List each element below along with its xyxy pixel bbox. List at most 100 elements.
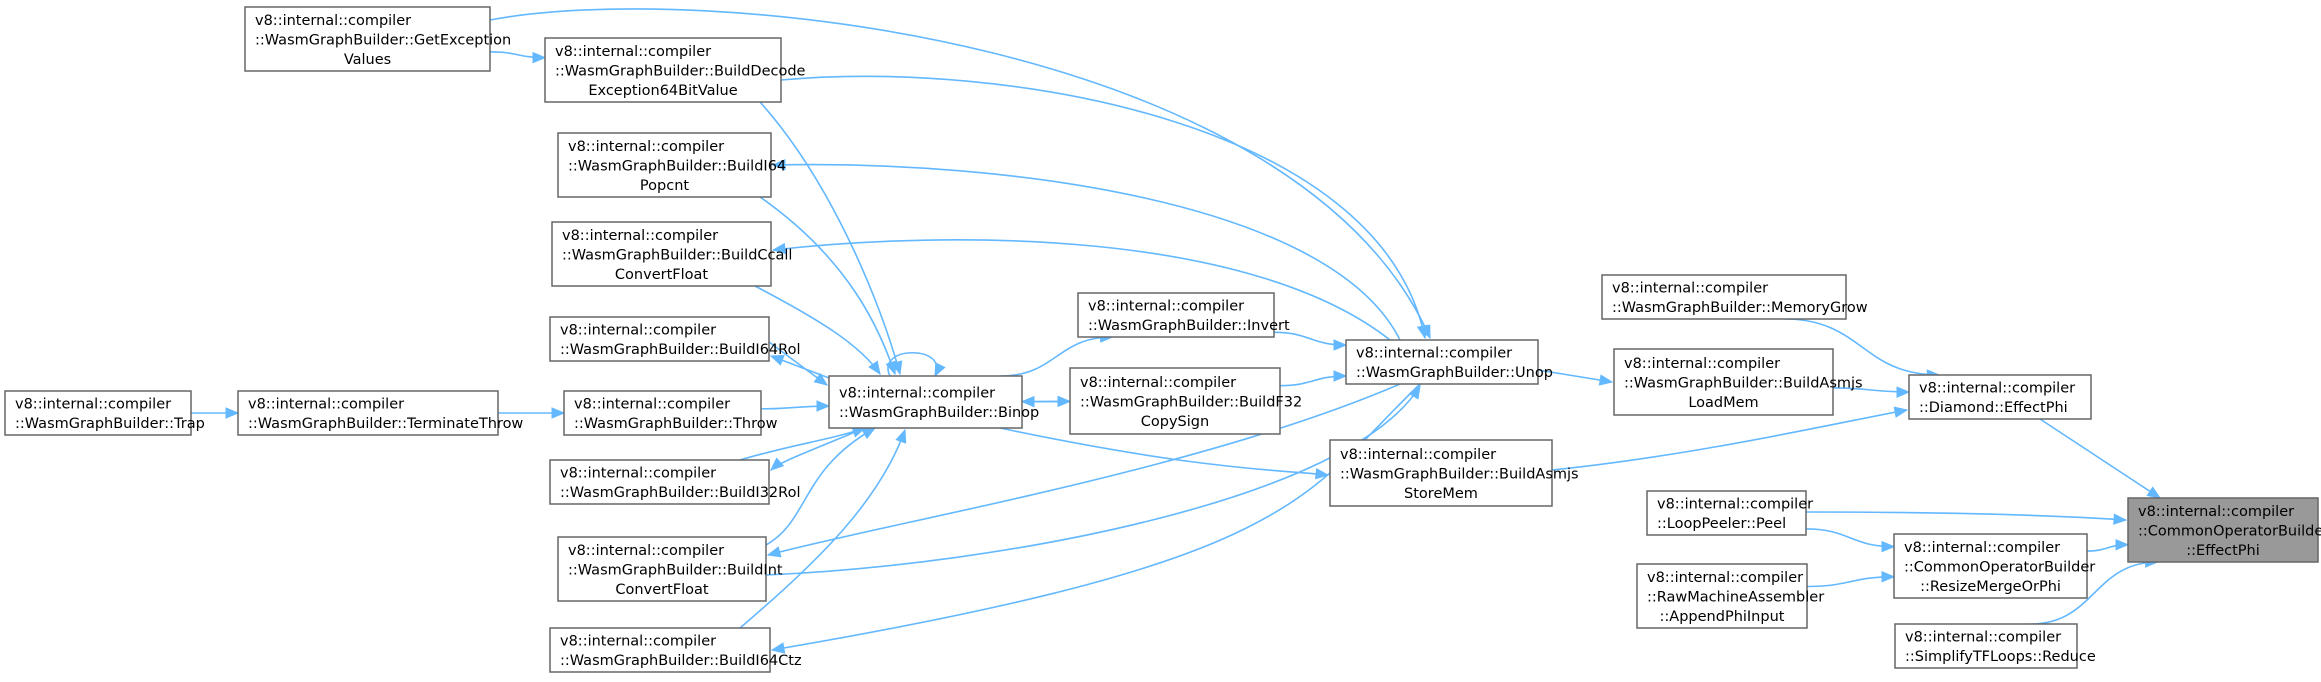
node-build-ccall-convert-float[interactable]: v8::internal::compiler::WasmGraphBuilder… <box>551 221 792 287</box>
edge-build-int-convert-float-to-binop <box>765 427 877 546</box>
edge-loop-peeler-peel-to-resize-merge-or-phi <box>1805 528 1896 553</box>
edge-binop-to-build-asmjs-storemem <box>999 427 1330 480</box>
edge-unop-to-build-ccall-convert-float <box>771 239 1391 341</box>
node-build-i64-ctz[interactable]: v8::internal::compiler::WasmGraphBuilder… <box>549 627 802 673</box>
node-label-line: v8::internal::compiler <box>1340 447 1496 463</box>
node-label-line: ::RawMachineAssembler <box>1647 589 1824 605</box>
edge-build-asmjs-loadmem-to-diamond-effectphi <box>1832 386 1911 398</box>
node-label-line: ::WasmGraphBuilder::BuildI64 <box>568 158 786 174</box>
node-resize-merge-or-phi[interactable]: v8::internal::compiler::CommonOperatorBu… <box>1893 533 2095 599</box>
node-memory-grow[interactable]: v8::internal::compiler::WasmGraphBuilder… <box>1601 274 1868 320</box>
node-build-i32-rol[interactable]: v8::internal::compiler::WasmGraphBuilder… <box>549 459 800 505</box>
edge-build-i64-rol-to-binop <box>768 341 829 386</box>
node-label-line: ::ResizeMergeOrPhi <box>1920 579 2061 595</box>
edge-binop-to-build-i32-rol <box>770 429 861 471</box>
node-label-line: Values <box>344 52 391 68</box>
node-simplify-tf-loops[interactable]: v8::internal::compiler::SimplifyTFLoops:… <box>1894 623 2096 669</box>
node-trap[interactable]: v8::internal::compiler::WasmGraphBuilder… <box>4 390 205 436</box>
edge-unop-to-build-int-convert-float <box>766 383 1401 558</box>
edge-loop-peeler-peel-to-effect-phi <box>1805 511 2128 525</box>
node-label-line: CopySign <box>1141 414 1209 430</box>
node-effect-phi[interactable]: v8::internal::compiler::CommonOperatorBu… <box>2127 497 2321 563</box>
node-label-line: ::WasmGraphBuilder::BuildF32 <box>1080 394 1302 410</box>
node-diamond-effectphi[interactable]: v8::internal::compiler::Diamond::EffectP… <box>1908 374 2092 420</box>
node-label-line: v8::internal::compiler <box>1904 540 2060 556</box>
node-label-line: v8::internal::compiler <box>1657 497 1813 513</box>
edge-build-f32-copysign-to-binop <box>1020 395 1071 408</box>
edge-resize-merge-or-phi-to-effect-phi <box>2086 538 2130 552</box>
node-raw-machine-assembler[interactable]: v8::internal::compiler::RawMachineAssemb… <box>1636 563 1824 629</box>
node-label-line: ::WasmGraphBuilder::Binop <box>839 405 1039 421</box>
node-label-line: ::WasmGraphBuilder::Invert <box>1088 318 1290 334</box>
node-label-line: ::CommonOperatorBuilder <box>2138 523 2321 539</box>
node-terminate-throw[interactable]: v8::internal::compiler::WasmGraphBuilder… <box>237 390 523 436</box>
edge-throw-to-binop <box>760 400 831 412</box>
node-label-line: ::EffectPhi <box>2186 543 2259 559</box>
node-label-line: ::WasmGraphBuilder::Trap <box>15 416 205 432</box>
node-label-line: ::WasmGraphBuilder::BuildDecode <box>555 63 806 79</box>
node-label-line: v8::internal::compiler <box>574 397 730 413</box>
node-get-exception-values[interactable]: v8::internal::compiler::WasmGraphBuilder… <box>244 6 511 72</box>
node-label-line: v8::internal::compiler <box>1624 356 1780 372</box>
edge-build-decode-exception-to-unop <box>780 75 1429 340</box>
edge-build-ccall-convert-float-to-binop <box>754 285 881 376</box>
node-label-line: v8::internal::compiler <box>1356 346 1512 362</box>
node-label-line: v8::internal::compiler <box>255 13 411 29</box>
node-label-line: v8::internal::compiler <box>560 634 716 650</box>
edge-get-exception-values-to-build-decode-exception <box>489 51 547 64</box>
node-build-f32-copysign[interactable]: v8::internal::compiler::WasmGraphBuilder… <box>1069 367 1302 435</box>
node-label-line: ::WasmGraphBuilder::Throw <box>574 416 778 432</box>
node-label-line: StoreMem <box>1404 486 1478 502</box>
edge-unop-to-build-asmjs-loadmem <box>1537 369 1614 386</box>
node-label-line: ::WasmGraphBuilder::BuildAsmjs <box>1340 466 1579 482</box>
node-label-line: ::WasmGraphBuilder::BuildI64Rol <box>560 342 800 358</box>
node-label-line: v8::internal::compiler <box>1919 381 2075 397</box>
edge-build-asmjs-storemem-to-diamond-effectphi <box>1551 406 1909 471</box>
node-build-i64-popcnt[interactable]: v8::internal::compiler::WasmGraphBuilder… <box>557 132 786 198</box>
node-label-line: v8::internal::compiler <box>560 323 716 339</box>
node-throw[interactable]: v8::internal::compiler::WasmGraphBuilder… <box>563 390 778 436</box>
node-label-line: ::WasmGraphBuilder::BuildI32Rol <box>560 485 800 501</box>
edge-diamond-effectphi-to-effect-phi <box>2039 418 2162 499</box>
node-label-line: ::WasmGraphBuilder::BuildInt <box>568 562 783 578</box>
edge-build-f32-copysign-to-unop <box>1279 370 1348 387</box>
edge-terminate-throw-to-throw <box>497 407 566 419</box>
node-label-line: ::AppendPhiInput <box>1660 609 1785 625</box>
node-label-line: Exception64BitValue <box>588 83 737 99</box>
edge-binop-to-build-i64-rol <box>769 355 830 379</box>
node-label-line: v8::internal::compiler <box>839 386 995 402</box>
node-label-line: ::WasmGraphBuilder::BuildI64Ctz <box>560 653 802 669</box>
node-label-line: ::SimplifyTFLoops::Reduce <box>1905 649 2096 665</box>
edge-unop-to-build-i64-popcnt <box>771 158 1401 341</box>
node-label-line: ::CommonOperatorBuilder <box>1904 559 2095 575</box>
node-unop[interactable]: v8::internal::compiler::WasmGraphBuilder… <box>1345 339 1553 385</box>
edge-build-decode-exception-to-binop <box>759 101 903 376</box>
node-build-i64-rol[interactable]: v8::internal::compiler::WasmGraphBuilder… <box>549 316 800 362</box>
node-label-line: ::WasmGraphBuilder::BuildCcall <box>562 247 792 263</box>
node-build-asmjs-storemem[interactable]: v8::internal::compiler::WasmGraphBuilder… <box>1329 439 1579 507</box>
edge-layer <box>190 8 2162 654</box>
edge-build-i64-ctz-to-binop <box>739 428 907 629</box>
node-label-line: ::WasmGraphBuilder::MemoryGrow <box>1612 300 1868 316</box>
node-layer: v8::internal::compiler::WasmGraphBuilder… <box>4 6 2321 673</box>
node-label-line: v8::internal::compiler <box>1905 630 2061 646</box>
node-label-line: v8::internal::compiler <box>1088 299 1244 315</box>
node-build-decode-exception[interactable]: v8::internal::compiler::WasmGraphBuilder… <box>544 37 806 103</box>
node-label-line: v8::internal::compiler <box>560 466 716 482</box>
node-label-line: v8::internal::compiler <box>15 397 171 413</box>
node-label-line: ::LoopPeeler::Peel <box>1657 516 1786 532</box>
node-label-line: v8::internal::compiler <box>2138 504 2294 520</box>
node-label-line: v8::internal::compiler <box>562 228 718 244</box>
node-binop[interactable]: v8::internal::compiler::WasmGraphBuilder… <box>828 375 1039 429</box>
node-invert[interactable]: v8::internal::compiler::WasmGraphBuilder… <box>1077 292 1290 338</box>
node-loop-peeler-peel[interactable]: v8::internal::compiler::LoopPeeler::Peel <box>1646 490 1813 536</box>
node-build-int-convert-float[interactable]: v8::internal::compiler::WasmGraphBuilder… <box>557 536 783 602</box>
node-label-line: v8::internal::compiler <box>568 139 724 155</box>
node-build-asmjs-loadmem[interactable]: v8::internal::compiler::WasmGraphBuilder… <box>1613 348 1863 416</box>
node-label-line: ::Diamond::EffectPhi <box>1919 400 2068 416</box>
node-label-line: ConvertFloat <box>615 582 708 598</box>
edge-raw-machine-assembler-to-resize-merge-or-phi <box>1806 571 1896 588</box>
node-label-line: v8::internal::compiler <box>1647 570 1803 586</box>
node-label-line: ::WasmGraphBuilder::Unop <box>1356 365 1553 381</box>
